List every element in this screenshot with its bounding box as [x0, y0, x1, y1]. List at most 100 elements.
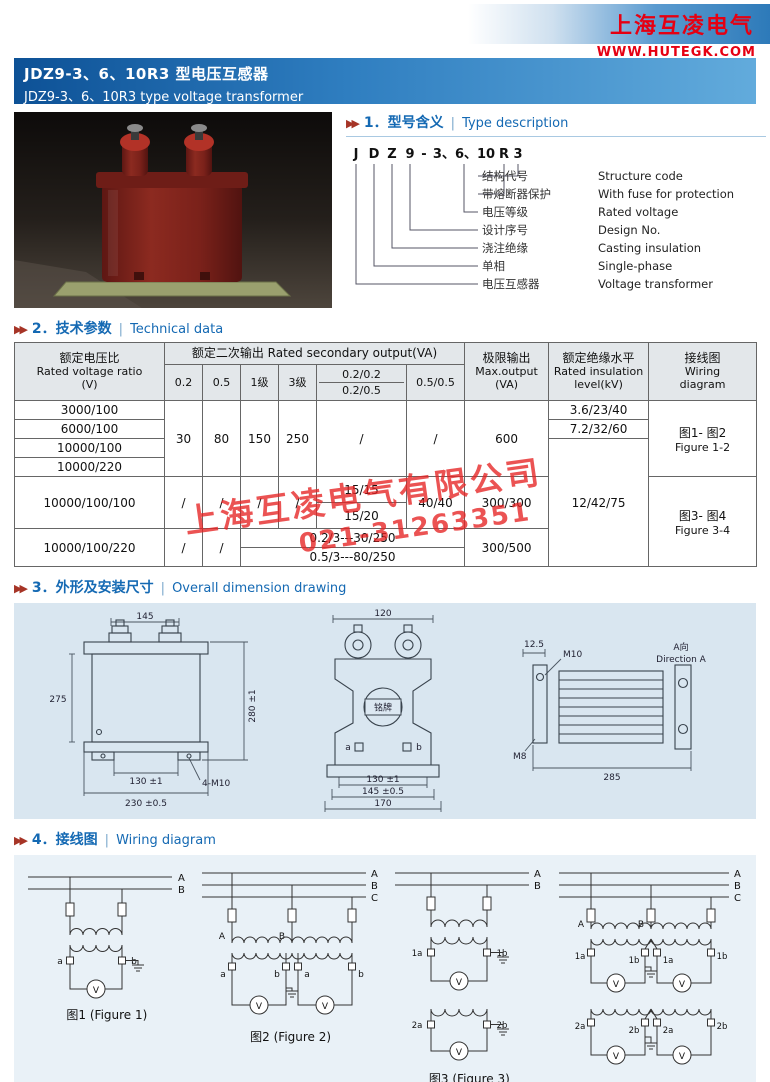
model-char: - — [421, 147, 426, 162]
terminal-label: a — [345, 743, 351, 753]
col-header-class-0505: 0.5/0.5 — [405, 364, 466, 401]
ground-symbol — [125, 960, 144, 972]
wiring-ref-cell: 图3- 图4 Figure 3-4 — [648, 476, 758, 567]
dim-label: 130 ±1 — [129, 777, 162, 787]
terminal-label: 1b — [497, 949, 508, 959]
dimension-drawings: 145 275 280 ±1 130 ±1 4-M10 230 ±0.5 — [14, 603, 756, 819]
meter-label: V — [322, 1002, 329, 1012]
section-arrows-icon: ▶▶ — [346, 117, 360, 130]
view-label-cn: A向 — [673, 641, 688, 653]
model-char: Z — [387, 147, 396, 162]
dim-label: 170 — [374, 799, 391, 809]
table-row: 6000/100 7.2/32/60 — [14, 419, 757, 439]
section-1-title-cn: 1．型号含义 — [363, 115, 444, 131]
section-2-title-en: Technical data — [130, 322, 224, 337]
output-cell: / — [164, 476, 203, 529]
col-header-secondary-output: 额定二次输出 Rated secondary output(VA) — [163, 342, 466, 365]
ground-symbol — [645, 1036, 658, 1050]
technical-data-table: 额定电压比 Rated voltage ratio (V) 额定二次输出 Rat… — [14, 342, 758, 567]
output-cell: 0.5/3---80/250 — [239, 547, 466, 567]
bus-label: B — [178, 885, 185, 896]
section-arrows-icon: ▶▶ — [14, 323, 28, 336]
insulation-cell: 3.6/23/40 — [548, 400, 650, 420]
wiring-figure-1: A B a b V 图1 (Figure 1) — [22, 863, 192, 1023]
meter-label: V — [456, 978, 463, 988]
figure-caption: 图1 (Figure 1) — [66, 1008, 148, 1022]
wiring-figure-3: A B 1a 1b V — [389, 863, 549, 1082]
voltage-ratio-cell: 10000/100/220 — [14, 528, 165, 567]
dim-label: 120 — [374, 609, 391, 619]
bus-label: A — [178, 873, 185, 884]
dim-label: 130 ±1 — [366, 775, 399, 785]
dim-label: 230 ±0.5 — [125, 799, 167, 809]
terminal-label: 2b — [717, 1022, 728, 1032]
section-1-heading: ▶▶ 1．型号含义 | Type description — [346, 112, 766, 137]
model-char: R — [499, 147, 509, 162]
phase-label: B — [279, 932, 285, 942]
meter-label: V — [93, 986, 100, 996]
brand-name: 上海互凌电气 — [609, 14, 754, 39]
dim-label: M10 — [563, 650, 582, 660]
brand-banner: 上海互凌电气 — [468, 4, 770, 44]
col-header-class-1: 1级 — [240, 364, 279, 401]
nameplate-label: 铭牌 — [374, 702, 392, 714]
side-view-drawing: 铭牌 120 a b 130 ±1 145 ±0.5 170 — [324, 609, 442, 812]
section-separator: | — [450, 116, 456, 131]
ground-symbol — [490, 952, 510, 964]
section-3-heading: ▶▶ 3．外形及安装尺寸 | Overall dimension drawing — [14, 577, 756, 597]
meter-label: V — [679, 1052, 686, 1062]
model-item-cn: 结构代号 — [482, 169, 528, 183]
model-connector-lines — [355, 164, 519, 285]
col-header-class-02: 0.2 — [164, 364, 203, 401]
max-output-cell: 600 — [464, 400, 550, 477]
model-item-cn: 带熔断器保护 — [482, 187, 551, 201]
model-item-cn: 设计序号 — [482, 223, 528, 237]
voltage-ratio-cell: 3000/100 — [14, 400, 165, 420]
section-3-title-en: Overall dimension drawing — [172, 581, 347, 596]
section-3-title-cn: 3．外形及安装尺寸 — [31, 580, 154, 596]
bus-label: C — [734, 893, 741, 904]
direction-a-drawing: A向 Direction A 12.5 M10 M8 285 — [513, 640, 707, 783]
meter-label: V — [613, 980, 620, 990]
output-cell: / — [164, 528, 203, 567]
table-row: 10000/100/100 / / / / 15/15 40/40 300/30… — [14, 476, 758, 567]
dim-label: 145 ±0.5 — [362, 787, 404, 797]
voltage-ratio-cell: 6000/100 — [14, 419, 165, 439]
page-title-cn: JDZ9-3、6、10R3 型电压互感器 — [24, 65, 269, 83]
terminal-label: a — [57, 957, 63, 967]
dim-label: 275 — [49, 695, 66, 705]
figure-caption: 图2 (Figure 2) — [250, 1030, 332, 1044]
section-separator: | — [160, 581, 166, 596]
max-output-cell: 300/500 — [464, 528, 550, 567]
col-header-class-3: 3级 — [278, 364, 317, 401]
output-cell: / — [240, 476, 279, 529]
terminal-label: 1b — [629, 956, 640, 966]
output-cell: / — [316, 400, 407, 477]
insulation-cell: 12/42/75 — [548, 438, 650, 567]
model-item-cn: 浇注绝缘 — [482, 241, 528, 255]
model-item-en: Voltage transformer — [598, 277, 713, 291]
col-header-class-dual: 0.2/0.2 0.2/0.5 — [316, 364, 407, 401]
dim-label: 4-M10 — [202, 779, 230, 789]
insulation-cell: 7.2/32/60 — [548, 419, 650, 439]
section-separator: | — [118, 322, 124, 337]
voltage-ratio-cell: 10000/100 — [14, 438, 165, 458]
bus-label: B — [534, 881, 541, 892]
meter-label: V — [456, 1048, 463, 1058]
col-header-wiring: 接线图 Wiring diagram — [648, 342, 758, 401]
table-row: 0.5/3---80/250 — [15, 547, 757, 567]
terminal-label: 2a — [663, 1026, 674, 1036]
page-header: 上海互凌电气 WWW.HUTEGK.COM — [0, 0, 770, 60]
terminal-label: 2a — [412, 1021, 423, 1031]
model-item-en: With fuse for protection — [598, 187, 734, 201]
col-header-class-05: 0.5 — [202, 364, 241, 401]
wiring-diagrams: A B a b V 图1 (Figure 1) — [14, 855, 756, 1082]
ground-symbol — [285, 987, 298, 998]
model-item-en: Structure code — [598, 169, 683, 183]
model-char: 3 — [513, 147, 522, 162]
model-item-cn: 电压等级 — [482, 205, 528, 219]
output-cell: 150 — [240, 400, 279, 477]
ground-symbol — [645, 966, 658, 978]
wiring-figure-4: A B C A B 1a 1b 1a 1b — [553, 863, 748, 1082]
